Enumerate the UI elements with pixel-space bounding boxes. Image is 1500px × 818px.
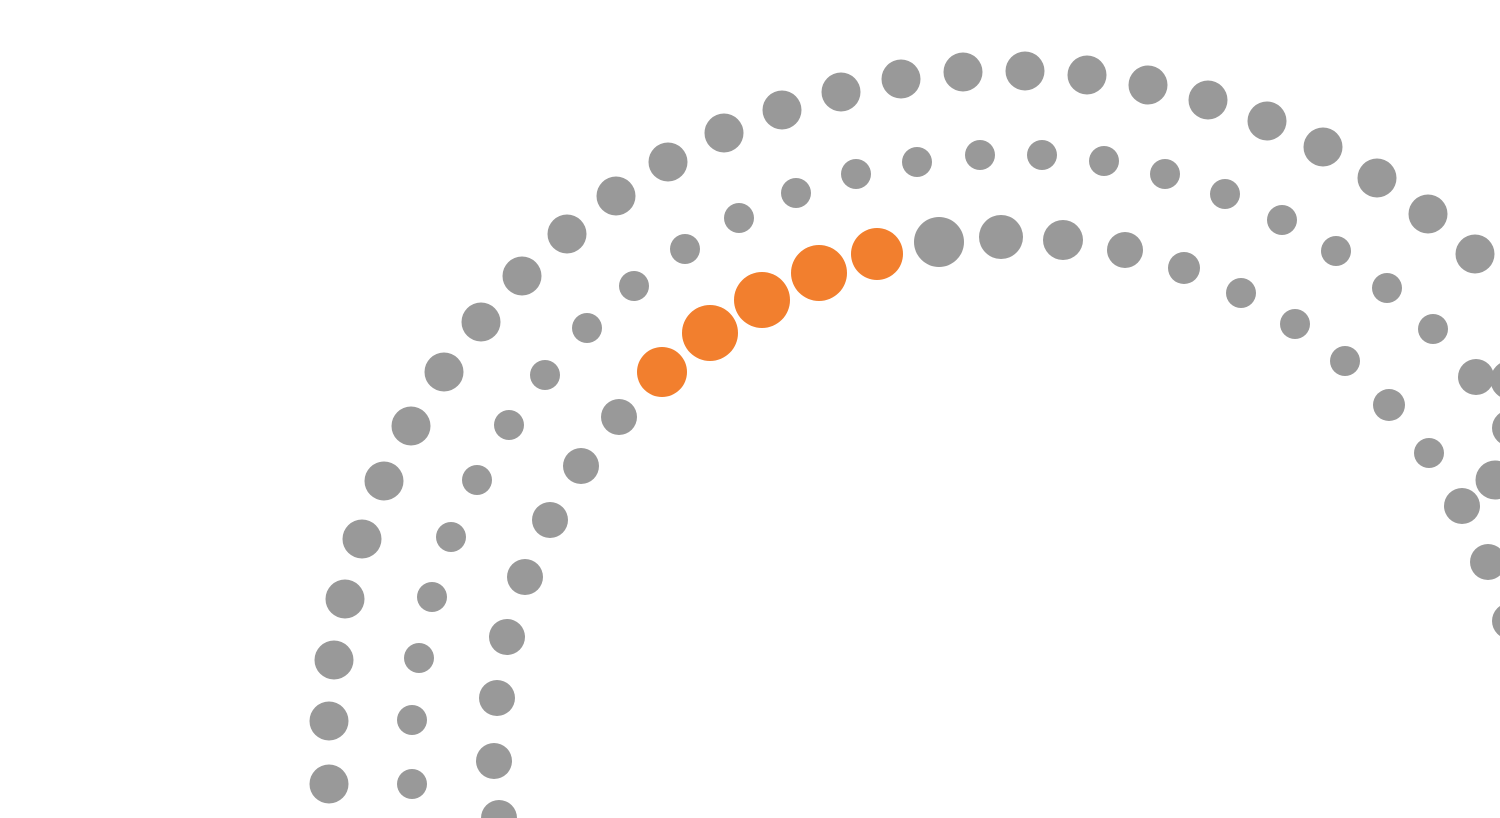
inner-dot-arc xyxy=(476,215,1405,818)
middle-dot-arc xyxy=(397,140,1490,799)
inner-dot xyxy=(914,217,964,267)
outer-dot xyxy=(1444,488,1480,524)
inner-dot xyxy=(476,743,512,779)
outer-dot xyxy=(309,764,349,804)
middle-dot xyxy=(494,410,524,440)
outer-dot xyxy=(461,302,501,342)
middle-dot xyxy=(1321,236,1351,266)
outer-dot xyxy=(648,142,688,182)
middle-dot xyxy=(781,178,811,208)
inner-dot xyxy=(1226,278,1256,308)
inner-dot xyxy=(1280,309,1310,339)
outer-dot xyxy=(1188,80,1228,120)
inner-dot xyxy=(1373,389,1405,421)
outer-dot xyxy=(364,461,404,501)
highlight-dot xyxy=(682,305,738,361)
inner-dot xyxy=(481,800,517,818)
highlight-dot xyxy=(851,228,903,280)
inner-dot xyxy=(1043,220,1083,260)
inner-dot xyxy=(507,559,543,595)
middle-dot xyxy=(572,313,602,343)
outer-dot-arc xyxy=(309,51,1500,804)
middle-dot xyxy=(1027,140,1057,170)
outer-dot xyxy=(596,176,636,216)
middle-dot xyxy=(1089,146,1119,176)
outer-dot xyxy=(821,72,861,112)
outer-dot xyxy=(325,579,365,619)
middle-dot xyxy=(530,360,560,390)
middle-dot xyxy=(902,147,932,177)
inner-dot xyxy=(532,502,568,538)
outer-dot xyxy=(314,640,354,680)
middle-dot xyxy=(841,159,871,189)
outer-dot xyxy=(1303,127,1343,167)
inner-dot xyxy=(489,619,525,655)
middle-dot xyxy=(965,140,995,170)
outer-dot xyxy=(1475,460,1500,500)
outer-dot xyxy=(424,352,464,392)
inner-dot xyxy=(1107,232,1143,268)
middle-dot xyxy=(1460,361,1490,391)
highlight-dot xyxy=(637,347,687,397)
middle-dot xyxy=(397,769,427,799)
middle-dot xyxy=(417,582,447,612)
outer-dot xyxy=(502,256,542,296)
middle-dot xyxy=(724,203,754,233)
outer-dot xyxy=(1247,101,1287,141)
middle-dot xyxy=(1418,314,1448,344)
middle-dot xyxy=(404,643,434,673)
middle-dot xyxy=(670,234,700,264)
highlight-dot xyxy=(734,272,790,328)
middle-dot xyxy=(462,465,492,495)
inner-dot xyxy=(479,680,515,716)
outer-dot xyxy=(943,52,983,92)
middle-dot xyxy=(1210,179,1240,209)
middle-dot xyxy=(436,522,466,552)
outer-dot xyxy=(1470,544,1500,580)
highlight-dot xyxy=(791,245,847,301)
inner-dot xyxy=(601,399,637,435)
middle-dot xyxy=(1150,159,1180,189)
middle-dot xyxy=(397,705,427,735)
middle-dot xyxy=(1267,205,1297,235)
inner-dot xyxy=(979,215,1023,259)
inner-dot xyxy=(563,448,599,484)
outer-dot xyxy=(1492,413,1500,443)
outer-dot xyxy=(704,113,744,153)
inner-dot xyxy=(1330,346,1360,376)
outer-dot xyxy=(762,90,802,130)
outer-dot xyxy=(391,406,431,446)
outer-dot xyxy=(881,59,921,99)
outer-dot xyxy=(1128,65,1168,105)
outer-dot xyxy=(1492,606,1500,636)
outer-dot xyxy=(547,214,587,254)
outer-dot xyxy=(1455,234,1495,274)
outer-dot xyxy=(1005,51,1045,91)
inner-dot xyxy=(1168,252,1200,284)
outer-dot xyxy=(1067,55,1107,95)
middle-dot xyxy=(1372,273,1402,303)
middle-dot xyxy=(1414,438,1444,468)
middle-dot xyxy=(619,271,649,301)
outer-dot xyxy=(1357,158,1397,198)
outer-dot xyxy=(342,519,382,559)
outer-dot xyxy=(1408,194,1448,234)
outer-dot xyxy=(309,701,349,741)
